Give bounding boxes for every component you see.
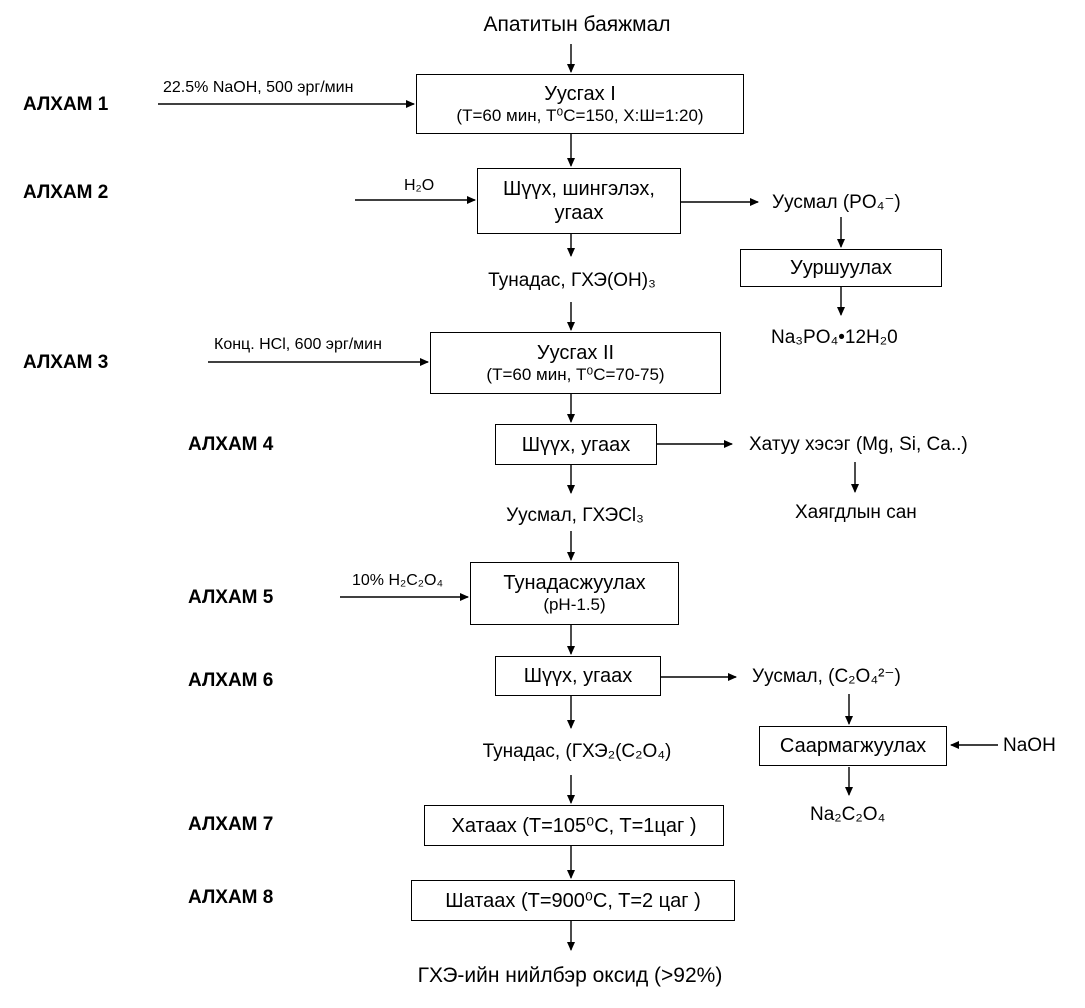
- output-waste: Хаягдлын сан: [795, 502, 917, 523]
- step-label-5: АЛХАМ 5: [188, 587, 274, 608]
- box-title: Саармагжуулах: [779, 735, 927, 757]
- box-filter-wash-1: Шүүх, угаах: [495, 424, 657, 465]
- box-title: Тунадасжуулах: [503, 572, 646, 595]
- box-conditions: (T=60 мин, T⁰C=150, Х:Ш=1:20): [456, 105, 704, 125]
- step-label-2: АЛХАМ 2: [23, 182, 109, 203]
- final-product: ГХЭ-ийн нийлбэр оксид (>92%): [417, 964, 723, 987]
- step-label-7: АЛХАМ 7: [188, 814, 274, 835]
- box-neutralize: Саармагжуулах: [759, 726, 947, 766]
- box-filter-dilute-wash: Шүүх, шингэлэх, угаах: [477, 168, 681, 234]
- box-dry: Хатаах (T=105⁰C, T=1цаг ): [424, 805, 724, 846]
- box-title: Ууршуулах: [789, 257, 892, 279]
- output-sodium-oxalate: Na₂C₂O₄: [810, 804, 886, 825]
- step-label-3: АЛХАМ 3: [23, 352, 109, 373]
- input-hcl-label: Конц. HCl, 600 эрг/мин: [214, 336, 382, 353]
- intermediate-oxalate-precipitate: Тунадас, (ГХЭ₂(C₂O₄): [482, 741, 672, 762]
- box-title: Уусгах I: [544, 82, 616, 105]
- step-label-1: АЛХАМ 1: [23, 94, 109, 115]
- box-title: Шүүх, шингэлэх,: [503, 178, 655, 200]
- box-title: Шүүх, угаах: [523, 665, 633, 687]
- box-dissolve-2: Уусгах II (T=60 мин, T⁰C=70-75): [430, 332, 721, 394]
- box-dissolve-1: Уусгах I (T=60 мин, T⁰C=150, Х:Ш=1:20): [416, 74, 744, 134]
- output-solid-residue: Хатуу хэсэг (Mg, Si, Ca..): [749, 434, 968, 455]
- box-filter-wash-2: Шүүх, угаах: [495, 656, 661, 696]
- box-title: Хатаах (T=105⁰C, T=1цаг ): [451, 814, 697, 837]
- input-oxalic-label: 10% H₂C₂O₄: [352, 572, 443, 589]
- intermediate-chloride-solution: Уусмал, ГХЭCl₃: [506, 505, 644, 526]
- step-label-6: АЛХАМ 6: [188, 670, 274, 691]
- output-sodium-phosphate: Na₃PO₄•12H₂0: [771, 327, 898, 348]
- box-title-cont: угаах: [554, 202, 604, 224]
- input-naoh-label: 22.5% NaOH, 500 эрг/мин: [163, 79, 354, 96]
- output-oxalate-solution: Уусмал, (C₂O₄²⁻): [752, 666, 901, 687]
- box-title: Шатаах (T=900⁰C, T=2 цаг ): [445, 889, 701, 912]
- output-phosphate-solution: Уусмал (PO₄⁻): [772, 192, 901, 213]
- box-conditions: (pH-1.5): [543, 595, 606, 615]
- box-precipitate: Тунадасжуулах (pH-1.5): [470, 562, 679, 625]
- box-title: Уусгах II: [536, 341, 615, 364]
- step-label-8: АЛХАМ 8: [188, 887, 274, 908]
- box-conditions: (T=60 мин, T⁰C=70-75): [486, 364, 665, 384]
- box-evaporate: Ууршуулах: [740, 249, 942, 287]
- box-title: Шүүх, угаах: [521, 433, 631, 456]
- step-label-4: АЛХАМ 4: [188, 434, 274, 455]
- input-naoh2-label: NaOH: [1003, 735, 1056, 756]
- start-material: Апатитын баяжмал: [483, 13, 671, 36]
- box-calcine: Шатаах (T=900⁰C, T=2 цаг ): [411, 880, 735, 921]
- input-water-label: H₂O: [404, 177, 435, 194]
- intermediate-hydroxide-precipitate: Тунадас, ГХЭ(OH)₃: [488, 270, 656, 291]
